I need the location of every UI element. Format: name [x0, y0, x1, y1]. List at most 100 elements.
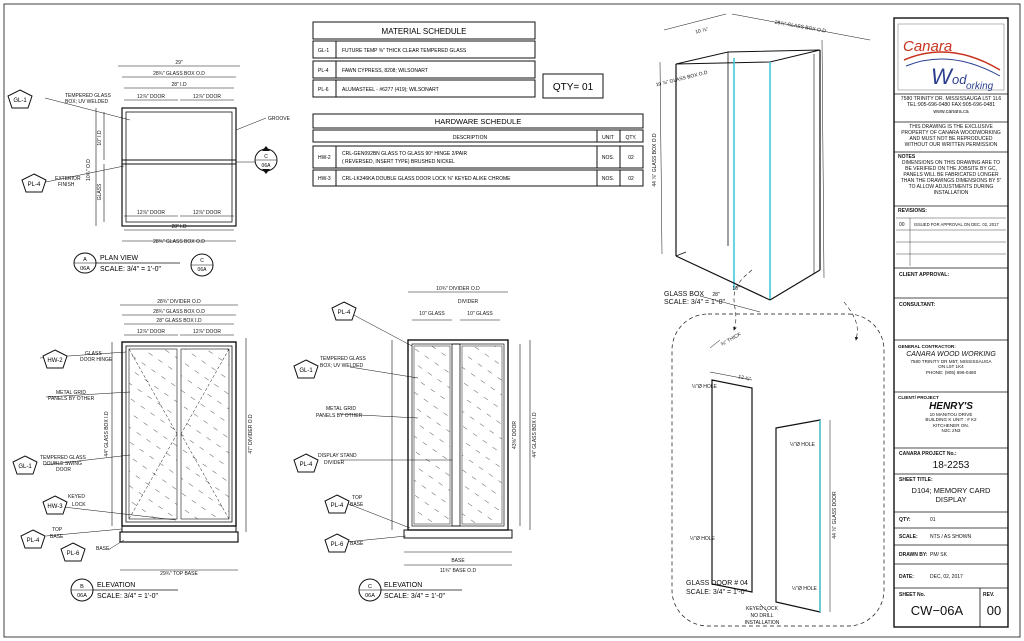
material-schedule-title: MATERIAL SCHEDULE — [382, 27, 467, 36]
svg-text:PL-6: PL-6 — [331, 542, 344, 548]
svg-text:GL-1: GL-1 — [18, 464, 32, 470]
glass-door-scale: SCALE: 3/4" = 1'-0" — [686, 589, 747, 596]
tb-revisions-label: REVISIONS: — [898, 208, 927, 214]
dim-label: 44 ⅞" GLASS DOOR — [832, 491, 838, 539]
dim-label: 12 ⅞" — [738, 374, 752, 383]
tb-sheet-title-label: SHEET TITLE: — [899, 477, 933, 483]
hw-desc: CRL-LK346KA DOUBLE GLASS DOOR LOCK ⅜" KE… — [342, 176, 511, 182]
dim-label: 44" GLASS BOX I.D — [532, 412, 538, 458]
mat-desc: FAWN CYPRESS, 8208; WILSONART — [342, 68, 428, 74]
svg-text:HW-3: HW-3 — [47, 504, 63, 510]
dim-label: 28¾" DIVIDER O.D — [157, 299, 201, 305]
svg-text:C: C — [264, 154, 268, 160]
dim-label: 10 ⅞" GLASS BOX O.D — [655, 70, 708, 89]
callout-text: METAL GRID — [56, 390, 86, 396]
svg-text:GL-1: GL-1 — [13, 98, 27, 104]
callout-text: DOUBLE SWING — [43, 461, 82, 467]
dim-label: 10" GLASS — [419, 311, 445, 317]
dim-label: 12⅞" DOOR — [193, 94, 221, 100]
svg-text:06A: 06A — [365, 593, 375, 599]
hw-header-desc: DESCRIPTION — [453, 135, 488, 141]
tb-gc-name: CANARA WOOD WORKING — [906, 350, 996, 358]
svg-text:06A: 06A — [77, 593, 87, 599]
dim-label: 10" I.D — [97, 130, 103, 146]
tb-gc-phone: PHONE: (905) 696-0480 — [925, 369, 977, 375]
dim-label: 10¾" DIVIDER O.D — [436, 286, 480, 292]
tb-project-label: CANARA PROJECT No.: — [899, 451, 957, 457]
tag-pl6 — [60, 542, 86, 562]
dim-label: 10 ⅞" — [695, 27, 709, 36]
plan-view-labels: 29" 28¾" GLASS BOX O.D 28" I.D 12⅞" DOOR… — [55, 60, 291, 245]
tb-drawn-value: PM/ SK — [930, 552, 947, 558]
tb-rev-label: REV. — [983, 592, 995, 598]
elev-c-scale: SCALE: 3/4" = 1'-0" — [384, 593, 445, 600]
dim-label: 44" GLASS BOX I.D — [104, 411, 110, 457]
dim-label: 10" — [732, 286, 740, 292]
dim-label: 28" GLASS BOX I.D — [156, 318, 202, 324]
tb-website: www.canara.ca — [933, 108, 969, 115]
tb-scale-label: SCALE: — [899, 534, 918, 540]
svg-text:B: B — [80, 584, 84, 590]
tb-qty-value: 01 — [930, 517, 936, 523]
svg-text:PL-4: PL-4 — [338, 310, 351, 316]
svg-text:orking: orking — [966, 81, 994, 92]
mat-desc: FUTURE TEMP ⅜" THICK CLEAR TEMPERED GLAS… — [342, 48, 467, 54]
elevation-c — [339, 291, 531, 566]
tb-address-line: TEL:905-696-0480 FAX:905-696-0481 — [906, 102, 996, 109]
callout-text: LOCK — [72, 502, 86, 508]
callout-text: KEYED — [68, 494, 85, 500]
dim-label: 28¾" GLASS BOX O.D — [153, 309, 205, 315]
svg-text:PL-6: PL-6 — [67, 551, 80, 557]
callout-text: TEMPERED GLASS — [40, 455, 87, 461]
svg-text:A: A — [83, 257, 87, 263]
tb-date-value: DEC, 02, 2017 — [930, 574, 963, 580]
tb-sheet-title-line: DISPLAY — [935, 495, 967, 504]
tb-client-addr: N2C 2N3 — [941, 428, 961, 434]
tag-pl4: PL-4 — [21, 173, 47, 193]
callout-text: DOOR — [56, 467, 71, 473]
elev-b-title: ELEVATION — [97, 582, 135, 589]
view-title-elev-c: C 06A ELEVATION SCALE: 3/4" = 1'-0" — [358, 578, 462, 602]
tb-revision-num: 00 — [899, 222, 905, 228]
qty-box-text: QTY= 01 — [553, 82, 594, 93]
tb-date-label: DATE: — [899, 574, 914, 580]
title-block — [893, 17, 1009, 628]
hw-header-qty: QTY. — [625, 135, 636, 141]
tb-revision-text: ISSUED FOR APPROVAL ON DEC. 02, 2017 — [914, 222, 999, 227]
callout-text: BASE — [50, 534, 64, 540]
tb-sheet-no-label: SHEET No. — [899, 592, 926, 598]
svg-text:PL-4: PL-4 — [300, 462, 313, 468]
dim-label: 10" GLASS — [467, 311, 493, 317]
dim-label: 28" I.D — [171, 224, 187, 230]
dim-label: 28" — [712, 292, 720, 298]
callout-text: METAL GRID — [326, 406, 356, 412]
plan-view-scale: SCALE: 3/4" = 1'-0" — [100, 266, 161, 273]
glass-door-title: GLASS DOOR # 04 — [686, 580, 748, 587]
glass-box-title: GLASS BOX — [664, 291, 704, 298]
tb-client-label: CLIENT/ PROJECT — [898, 395, 939, 400]
mat-code: GL-1 — [318, 48, 329, 54]
tb-client-approval: CLIENT APPROVAL: — [899, 272, 950, 278]
svg-text:W: W — [931, 64, 954, 89]
tb-notes-text: DIMENSIONS ON THIS DRAWING ARE TO BE VER… — [900, 160, 1002, 196]
dim-label: ⅜" THICK — [720, 331, 743, 348]
mat-desc: ALUMASTEEL - #6277 (419); WILSONART — [342, 87, 439, 93]
section-marker-c: C 06A — [254, 146, 278, 174]
view-title-plan: A 06A PLAN VIEW SCALE: 3/4" = 1'-0" C 06… — [73, 252, 214, 277]
tag-hw2 — [42, 349, 68, 369]
elevation-c-labels: 10¾" DIVIDER O.D DIVIDER 10" GLASS 10" G… — [316, 286, 538, 574]
lock-note: INSTALLATION — [745, 620, 780, 626]
dim-label: GLASS — [97, 183, 103, 200]
hw-qty: 02 — [628, 155, 634, 161]
dim-label: 44 ⅞" GLASS BOX O.D — [652, 133, 658, 187]
elevation-b-labels: 28¾" DIVIDER O.D 28¾" GLASS BOX O.D 28" … — [40, 299, 254, 577]
tb-gc-addr: ON L5T 1K4 — [938, 364, 964, 370]
tb-project-no: 18-2253 — [932, 460, 970, 471]
elev-c-title: ELEVATION — [384, 582, 422, 589]
dim-label: 12⅞" DOOR — [137, 210, 165, 216]
dim-label: 12⅞" DOOR — [137, 329, 165, 335]
callout-text: TEMPERED GLASS — [320, 356, 367, 362]
svg-text:PL-4: PL-4 — [331, 503, 344, 509]
hardware-schedule-title: HARDWARE SCHEDULE — [435, 117, 521, 126]
